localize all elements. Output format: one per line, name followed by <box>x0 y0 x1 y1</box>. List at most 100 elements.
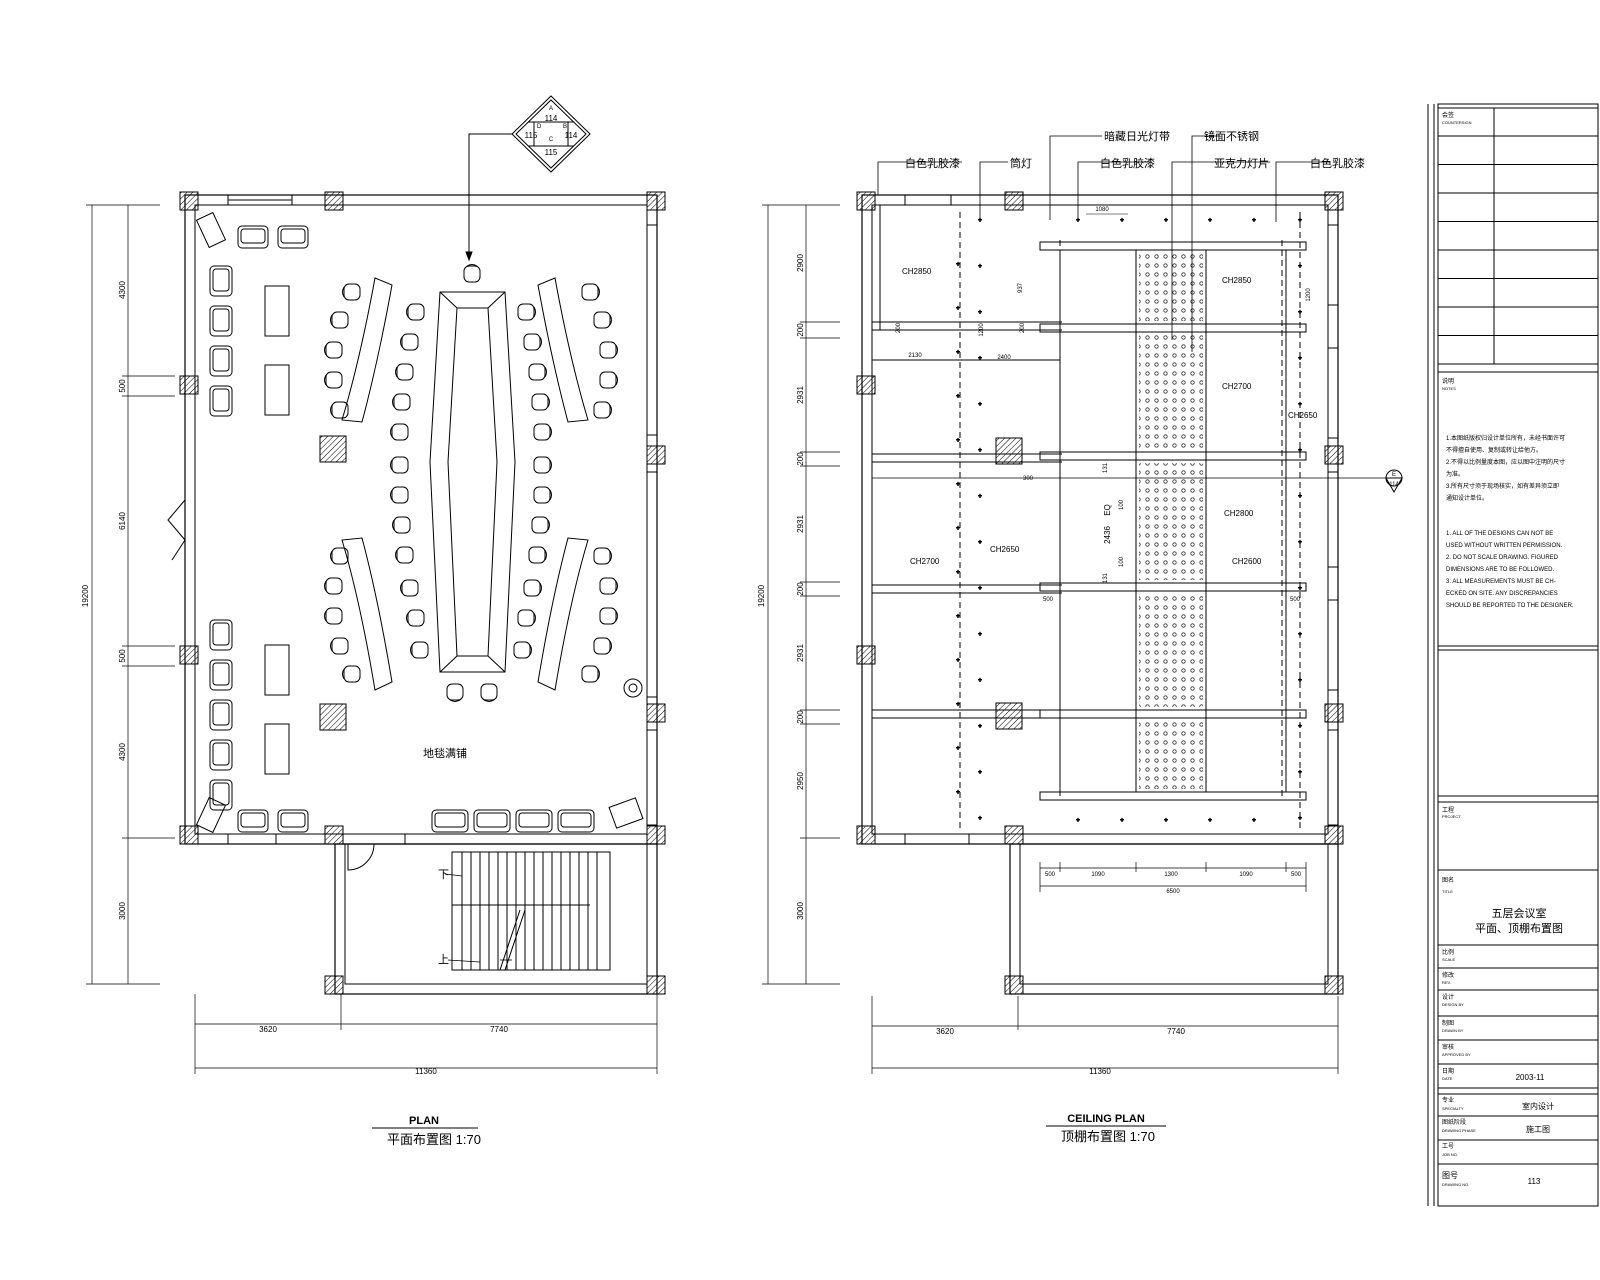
title-block <box>1427 103 1599 1207</box>
downlight: + <box>956 306 960 312</box>
chair-seat <box>391 486 409 504</box>
chair-back <box>395 549 398 561</box>
chair-back <box>390 459 393 471</box>
inner-dim-100-a: 100 <box>1119 499 1125 510</box>
tb-field-cn: 制图 <box>1442 1019 1454 1027</box>
chair <box>390 486 409 504</box>
plan-dim-total-width: 11360 <box>415 1067 437 1076</box>
sofa-cushion <box>212 702 230 726</box>
sofa-seat <box>237 225 269 249</box>
note-cn-line: 1.本图纸版权归设计单位所有，未经书面许可 <box>1446 434 1565 442</box>
chair-back <box>549 459 552 471</box>
index-left: 115 <box>525 131 538 140</box>
chair <box>324 577 343 595</box>
plan-dim-bottom-2: 7740 <box>490 1025 508 1034</box>
downlight: + <box>956 262 960 268</box>
sofa-cushion <box>212 268 230 292</box>
chair-back <box>390 426 393 438</box>
index-a: A <box>549 106 553 112</box>
downlight: + <box>978 264 982 270</box>
stair-down-label: 下 <box>438 869 449 881</box>
chair-seat <box>528 546 546 564</box>
grid-dim-4: 1090 <box>1239 872 1253 878</box>
chair-back <box>400 582 403 594</box>
chair-back <box>549 426 552 438</box>
sofa-seat <box>431 809 469 833</box>
chair <box>523 333 542 351</box>
chair <box>480 683 498 702</box>
plan-vdim: 500 <box>118 649 127 663</box>
chair <box>400 579 419 597</box>
chair-back <box>533 612 536 624</box>
tb-drawing-title-2: 平面、顶棚布置图 <box>1475 921 1563 935</box>
downlight: + <box>978 816 982 822</box>
chair-back <box>449 699 461 702</box>
chair-back <box>324 344 327 356</box>
chair-back <box>597 668 600 680</box>
downlight: + <box>1298 724 1302 730</box>
chair-back <box>483 699 495 702</box>
chair-back <box>330 314 333 326</box>
downlight: + <box>978 402 982 408</box>
downlight: + <box>956 790 960 796</box>
grid-dim-total: 6500 <box>1166 889 1180 895</box>
grid-dim-1: 500 <box>1045 872 1056 878</box>
chair-seat <box>599 341 617 359</box>
chair-seat <box>331 637 349 655</box>
chair-back <box>615 580 618 592</box>
inner-dim-1200-a: 1200 <box>979 323 985 337</box>
chair-seat <box>533 423 551 441</box>
chair <box>390 456 409 474</box>
inner-dim-2130: 2130 <box>908 353 922 359</box>
chair-seat <box>446 683 464 701</box>
index-top: 114 <box>545 114 558 123</box>
chair <box>400 333 419 351</box>
chair-seat <box>593 401 611 419</box>
ceiling-vertical-dimensions <box>762 204 840 985</box>
chair-back <box>533 306 536 318</box>
chair-seat <box>401 579 419 597</box>
chair <box>593 311 612 329</box>
chair <box>395 546 414 564</box>
downlight: + <box>1298 816 1302 822</box>
chair <box>581 665 600 683</box>
downlight: + <box>978 586 982 592</box>
downlight: + <box>1298 494 1302 500</box>
sofa-cushion <box>280 228 306 244</box>
floor-plan <box>167 191 666 995</box>
note-cn-line: 为准。 <box>1446 470 1464 478</box>
ceiling-vdim: 2950 <box>796 772 805 790</box>
chair <box>599 341 618 359</box>
chair-seat <box>523 333 541 351</box>
note-en-line: ECKED ON SITE. ANY DISCREPANCIES <box>1446 591 1558 597</box>
ceiling-vdim: 2900 <box>796 254 805 272</box>
chair-seat <box>533 486 551 504</box>
tb-field-cn: 设计 <box>1442 993 1454 1001</box>
ceiling-vdim: 200 <box>796 582 805 596</box>
downlight: + <box>1298 540 1302 546</box>
chair-seat <box>325 371 343 389</box>
ceiling-dim-bottom-1: 3620 <box>936 1027 954 1036</box>
note-cn-line: 通知设计单位。 <box>1446 494 1488 502</box>
tb-project-en: PROJECT <box>1442 814 1461 819</box>
sofa-cushion <box>434 812 466 828</box>
plan-bottom-dimensions <box>194 994 658 1074</box>
downlights: ++++++++++++++++++++++++++++++++++++++++… <box>956 218 1303 825</box>
downlight: + <box>1208 818 1212 824</box>
tb-field-cn: 日期 <box>1442 1067 1454 1075</box>
ceiling-height-7: CH2650 <box>1288 411 1318 420</box>
callout-white-latex-1: 白色乳胶漆 <box>905 156 960 170</box>
chair-back <box>597 286 600 298</box>
callout-downlight: 筒灯 <box>1010 156 1032 170</box>
section-index-symbol <box>465 95 591 262</box>
chair <box>324 371 343 389</box>
sofa-seat <box>209 385 233 417</box>
chair-back <box>609 640 612 652</box>
sofa-seat <box>209 619 233 651</box>
tb-field-en: DRAWN BY <box>1442 1028 1464 1033</box>
sofa-cushion <box>212 662 230 686</box>
downlight: + <box>1252 818 1256 824</box>
chair-seat <box>407 609 425 627</box>
plan-dim-bottom-1: 3620 <box>259 1025 277 1034</box>
chair <box>324 607 343 625</box>
